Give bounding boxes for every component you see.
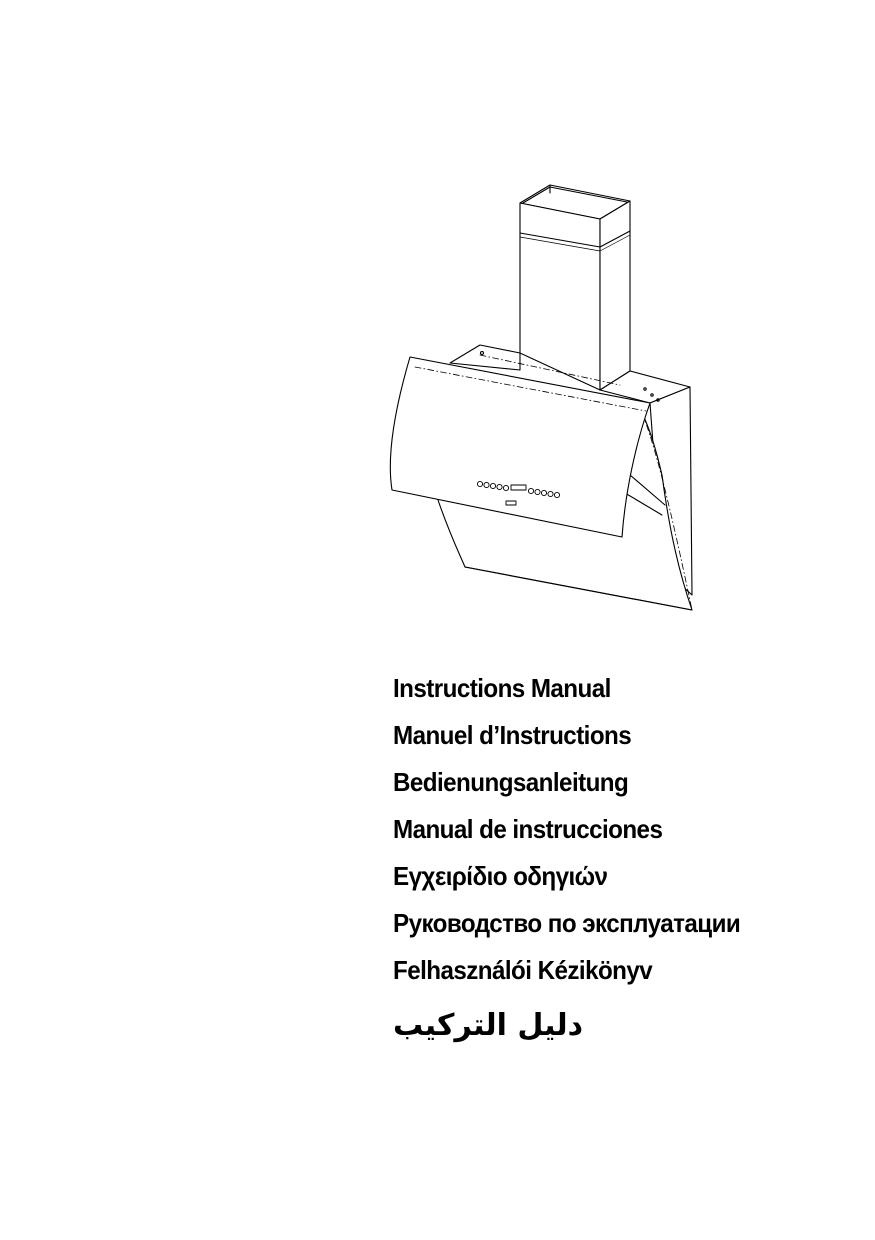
front-glass-panel <box>389 356 651 538</box>
chimney-duct <box>519 184 631 391</box>
title-russian: Руководство по эксплуатации <box>393 908 741 938</box>
title-greek: Εγχειρίδιο οδηγιών <box>393 861 608 891</box>
cooker-hood-illustration <box>389 184 693 611</box>
control-panel <box>476 480 561 506</box>
title-spanish: Manual de instrucciones <box>393 814 663 844</box>
title-arabic: دليل التركيب <box>393 1008 584 1043</box>
title-english: Instructions Manual <box>393 673 611 703</box>
title-french: Manuel d’Instructions <box>393 720 632 750</box>
title-hungarian: Felhasználói Kézikönyv <box>393 955 653 985</box>
title-german: Bedienungsanleitung <box>393 767 629 797</box>
manual-titles: Instructions Manual Manuel d’Instruction… <box>393 665 853 1054</box>
